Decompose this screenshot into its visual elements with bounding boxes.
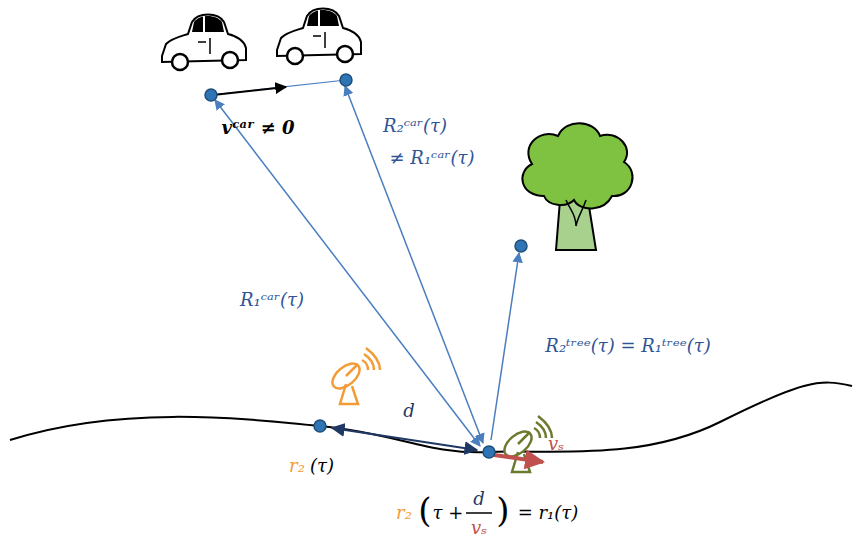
- range-label: ≠ R₁ᶜᵃʳ(τ): [390, 148, 475, 168]
- equation-term: vₛ: [471, 518, 487, 538]
- point-dots: [205, 74, 527, 458]
- range-label: R₁ᶜᵃʳ(τ): [240, 290, 304, 310]
- velocity-arrow: [213, 87, 286, 95]
- range-label: R₂ᵗʳᵉᵉ(τ) = R₁ᵗʳᵉᵉ(τ): [545, 336, 710, 356]
- range-arrow: [491, 253, 519, 440]
- range-arrow: [215, 100, 480, 446]
- equation-paren: (: [418, 492, 431, 529]
- equation-paren: ): [496, 492, 509, 529]
- position-label: (τ): [310, 456, 334, 476]
- fraction-bar: [466, 512, 492, 514]
- equation-term: r₂: [396, 503, 412, 523]
- tree-icon: [522, 123, 632, 250]
- distance-label: d: [403, 401, 415, 421]
- velocity-label: vᶜᵃʳ ≠ 0: [221, 118, 294, 138]
- trajectory-curve: [10, 383, 852, 453]
- velocity-arrow: [494, 455, 543, 462]
- distance-arrow: [332, 428, 477, 450]
- car-icon: [277, 9, 361, 65]
- range-arrow: [345, 86, 483, 443]
- car-path: [211, 80, 346, 95]
- equation-term: = r₁(τ): [518, 503, 579, 523]
- position-label: r₂: [289, 456, 305, 476]
- antenna-icon: [500, 416, 552, 472]
- antenna-icon: [328, 348, 380, 404]
- equation-term: d: [473, 489, 485, 509]
- velocity-label: vₛ: [548, 434, 564, 454]
- range-label: R₂ᶜᵃʳ(τ): [383, 116, 447, 136]
- car-icon: [162, 15, 246, 71]
- equation-term: τ +: [433, 503, 464, 523]
